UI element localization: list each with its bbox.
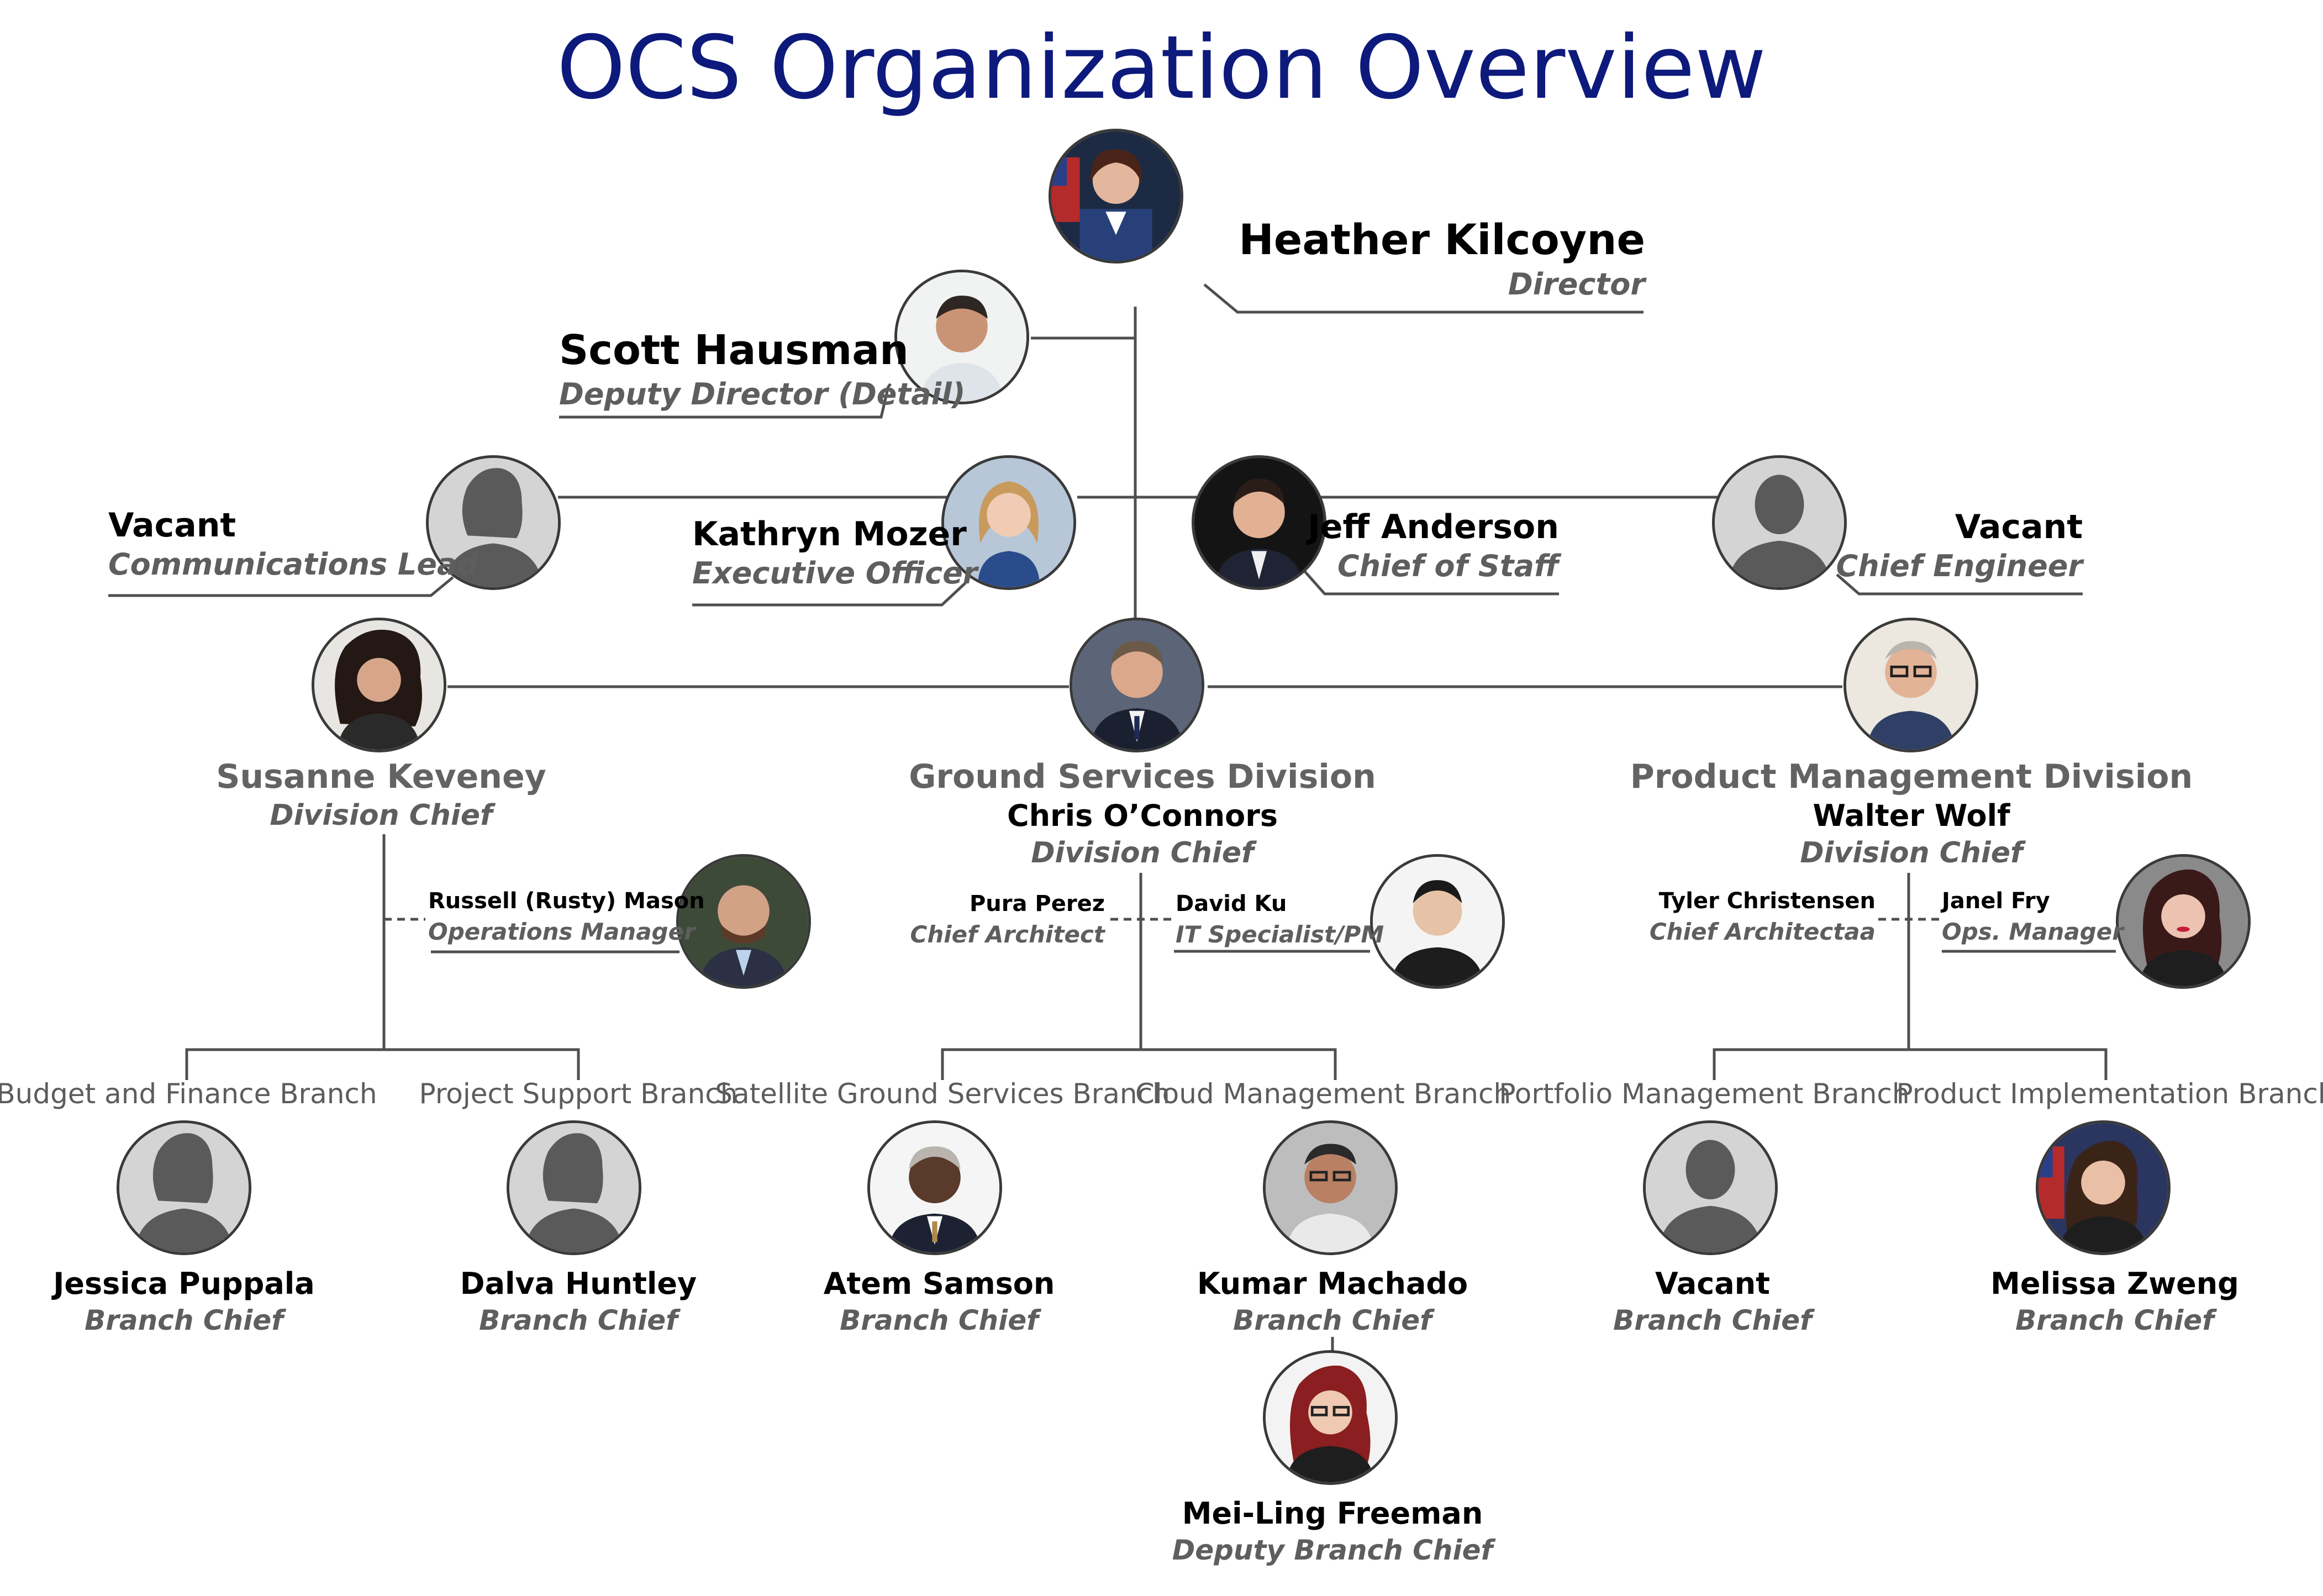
chief-of-staff-photo — [1192, 455, 1326, 590]
product-architect-name: Tyler Christensen — [1658, 888, 1876, 914]
ops-manager-photo — [676, 854, 811, 989]
product-division-chief-photo — [1843, 618, 1978, 752]
deputy-role: Deputy Director (Detail) — [559, 377, 966, 412]
product-division-chief-name: Walter Wolf — [1813, 798, 2010, 833]
it-specialist-role: IT Specialist/PM — [1176, 921, 1384, 948]
left-division-chief-role: Division Chief — [270, 799, 493, 832]
implementation-branch-chief-name: Melissa Zweng — [1990, 1266, 2239, 1301]
deputy-name-underline — [559, 383, 892, 419]
budget-branch-chief-name: Jessica Puppala — [53, 1266, 315, 1301]
cloud-branch-label: Cloud Management Branch — [1135, 1078, 1511, 1110]
satellite-branch-chief-role: Branch Chief — [840, 1304, 1039, 1336]
cos-underline — [1302, 568, 1559, 596]
director-role: Director — [1508, 267, 1645, 302]
product-ops-role: Ops. Manager — [1942, 918, 2124, 945]
ops-manager-name: Russell (Rusty) Mason — [428, 888, 705, 914]
chief-architect-role: Chief Architect — [910, 921, 1105, 948]
deputy-name: Scott Hausman — [559, 326, 909, 374]
portfolio-branch-silhouette — [1643, 1120, 1778, 1255]
ground-division-title: Ground Services Division — [909, 757, 1376, 796]
product-ops-name: Janel Fry — [1942, 888, 2050, 914]
exec-officer-photo — [941, 455, 1076, 590]
project-branch-silhouette — [507, 1120, 641, 1255]
ground-division-chief-role: Division Chief — [1031, 836, 1254, 870]
comms-lead-silhouette — [426, 455, 561, 590]
director-name-underline — [1203, 283, 1644, 314]
exec-officer-role: Executive Officer — [692, 556, 978, 591]
ground-branch-bracket — [941, 1048, 1337, 1080]
engineer-underline — [1836, 573, 2083, 596]
product-branch-bracket — [1713, 1048, 2108, 1080]
project-branch-label: Project Support Branch — [419, 1078, 738, 1110]
portfolio-branch-chief-role: Branch Chief — [1613, 1304, 1812, 1336]
product-architect-role: Chief Architectaa — [1649, 918, 1876, 945]
project-branch-chief-name: Dalva Huntley — [460, 1266, 697, 1301]
budget-branch-chief-role: Branch Chief — [85, 1304, 283, 1336]
cloud-branch-chief-name: Kumar Machado — [1197, 1266, 1468, 1301]
chief-architect-name: Pura Perez — [969, 891, 1105, 916]
deputy-photo — [894, 270, 1029, 404]
product-division-title: Product Management Division — [1630, 757, 2193, 796]
budget-branch-silhouette — [117, 1120, 251, 1255]
chief-engineer-role: Chief Engineer — [1836, 549, 2083, 583]
it-specialist-name: David Ku — [1176, 891, 1287, 916]
comms-lead-role: Communications Lead — [108, 547, 479, 582]
chief-engineer-silhouette — [1712, 455, 1847, 590]
ground-division-chief-name: Chris O’Connors — [1007, 798, 1278, 833]
director-name: Heather Kilcoyne — [1239, 215, 1645, 264]
left-division-chief-name: Susanne Keveney — [216, 757, 546, 796]
cloud-branch-photo — [1263, 1120, 1398, 1255]
satellite-branch-photo — [867, 1120, 1002, 1255]
director-photo — [1049, 129, 1183, 264]
ground-division-chief-photo — [1070, 618, 1204, 752]
comms-underline — [108, 576, 454, 597]
chief-of-staff-role: Chief of Staff — [1337, 549, 1559, 583]
implementation-branch-photo — [2036, 1120, 2171, 1255]
portfolio-branch-chief-name: Vacant — [1655, 1266, 1770, 1301]
deputy-branch-photo — [1263, 1350, 1398, 1485]
chief-of-staff-name: Jeff Anderson — [1308, 508, 1559, 546]
it-specialist-photo — [1370, 854, 1505, 989]
implementation-branch-label: Product Implementation Branch — [1896, 1078, 2323, 1110]
satellite-branch-label: Satellite Ground Services Branch — [715, 1078, 1170, 1110]
satellite-branch-chief-name: Atem Samson — [823, 1266, 1055, 1301]
portfolio-branch-label: Portfolio Management Branch — [1499, 1078, 1910, 1110]
budget-branch-label: Budget and Finance Branch — [0, 1078, 377, 1110]
page-title: OCS Organization Overview — [556, 17, 1767, 119]
project-branch-chief-role: Branch Chief — [479, 1304, 678, 1336]
deputy-branch-chief-role: Deputy Branch Chief — [1172, 1534, 1493, 1566]
exec-officer-name: Kathryn Mozer — [692, 515, 967, 554]
chief-engineer-name: Vacant — [1955, 508, 2083, 546]
ops-manager-role: Operations Manager — [428, 918, 696, 945]
left-division-chief-photo — [312, 618, 446, 752]
implementation-branch-chief-role: Branch Chief — [2015, 1304, 2214, 1336]
exec-underline — [692, 581, 968, 607]
cloud-branch-chief-role: Branch Chief — [1233, 1304, 1432, 1336]
comms-lead-name: Vacant — [108, 506, 236, 545]
product-division-chief-role: Division Chief — [1800, 836, 2023, 870]
left-branch-bracket — [185, 1048, 580, 1080]
product-ops-manager-photo — [2116, 854, 2251, 989]
deputy-branch-chief-name: Mei-Ling Freeman — [1182, 1496, 1483, 1531]
